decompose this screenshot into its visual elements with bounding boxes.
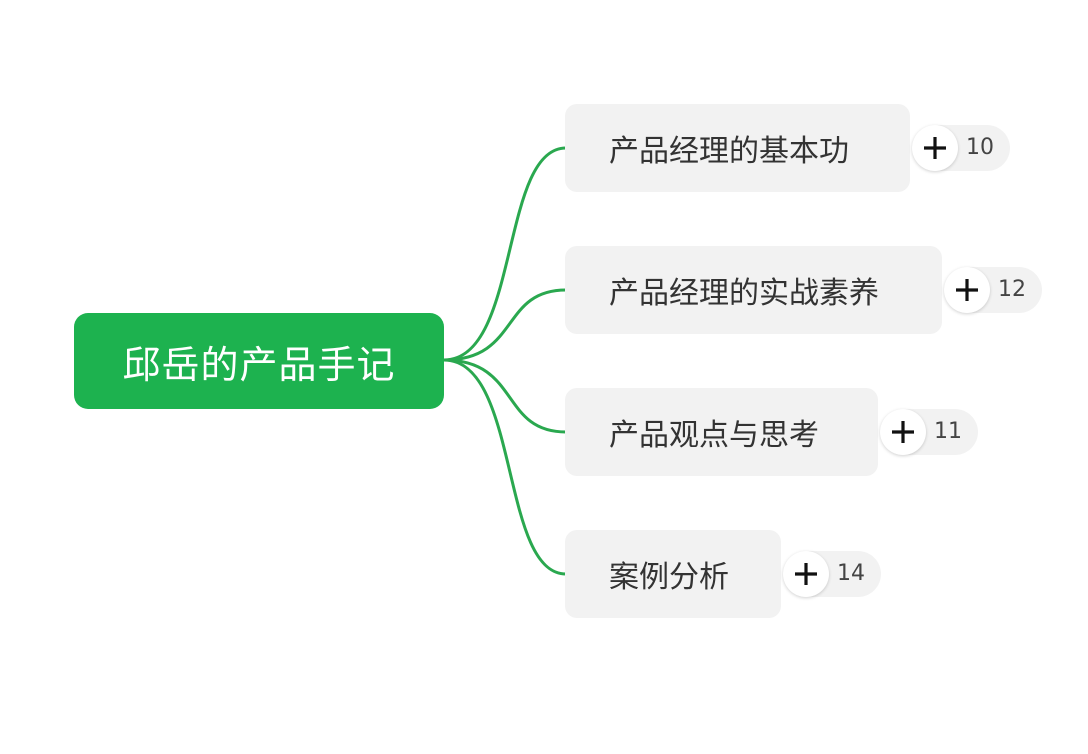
connector-branch-1 — [443, 146, 567, 362]
child-count: 10 — [966, 135, 994, 160]
plus-icon — [912, 125, 958, 171]
branch-topic-views[interactable]: 产品观点与思考 — [565, 388, 878, 476]
child-count: 12 — [998, 277, 1026, 302]
plus-icon — [880, 409, 926, 455]
branch-topic-label: 产品经理的基本功 — [609, 134, 849, 169]
root-topic-label: 邱岳的产品手记 — [122, 342, 396, 387]
branch-topic-label: 案例分析 — [609, 560, 729, 595]
expand-button[interactable]: 12 — [944, 267, 1042, 313]
branch-topic-label: 产品观点与思考 — [609, 418, 819, 453]
root-topic[interactable]: 邱岳的产品手记 — [74, 313, 444, 409]
expand-button[interactable]: 11 — [880, 409, 978, 455]
connector-branch-2 — [443, 288, 567, 362]
connector-branch-3 — [443, 358, 567, 434]
plus-icon — [783, 551, 829, 597]
expand-button[interactable]: 10 — [912, 125, 1010, 171]
branch-topic-practice[interactable]: 产品经理的实战素养 — [565, 246, 942, 334]
expand-button[interactable]: 14 — [783, 551, 881, 597]
connector-branch-4 — [443, 358, 567, 576]
branch-topic-cases[interactable]: 案例分析 — [565, 530, 781, 618]
child-count: 11 — [934, 419, 962, 444]
branch-topic-label: 产品经理的实战素养 — [609, 276, 879, 311]
branch-topic-basics[interactable]: 产品经理的基本功 — [565, 104, 910, 192]
child-count: 14 — [837, 561, 865, 586]
plus-icon — [944, 267, 990, 313]
